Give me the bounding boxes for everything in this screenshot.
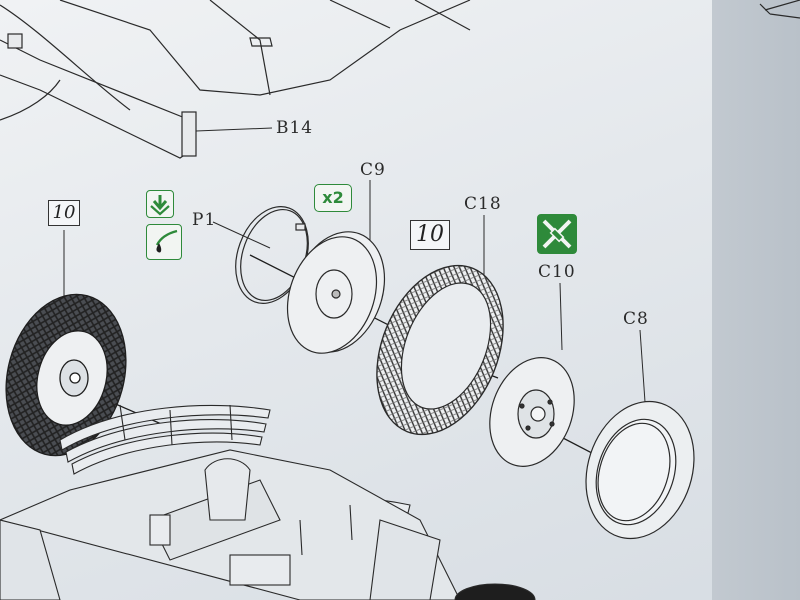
part-c18-tire xyxy=(376,264,504,436)
step-reference-left: 10 xyxy=(48,200,80,226)
chassis-leaf-springs xyxy=(0,404,536,600)
paint-brush-cross-icon xyxy=(537,214,577,254)
leader-lines xyxy=(63,127,646,403)
page-edge xyxy=(712,0,800,600)
label-c10: C10 xyxy=(538,262,576,282)
label-c18: C18 xyxy=(464,194,502,214)
vehicle-body-drawing xyxy=(0,0,471,159)
corner-part-drawing xyxy=(759,0,800,19)
glue-drop-icon xyxy=(146,224,182,260)
label-c8: C8 xyxy=(623,309,649,329)
label-c9: C9 xyxy=(360,160,386,180)
part-c10-hub xyxy=(489,357,575,467)
label-p1: P1 xyxy=(192,210,217,230)
part-c9-hub xyxy=(286,231,386,354)
assembled-wheel xyxy=(5,293,127,457)
label-b14: B14 xyxy=(276,118,314,138)
arrow-down-icon xyxy=(146,190,174,218)
step-reference-center: 10 xyxy=(410,220,450,250)
part-c8-ring xyxy=(585,400,695,540)
quantity-badge: x2 xyxy=(314,184,352,212)
